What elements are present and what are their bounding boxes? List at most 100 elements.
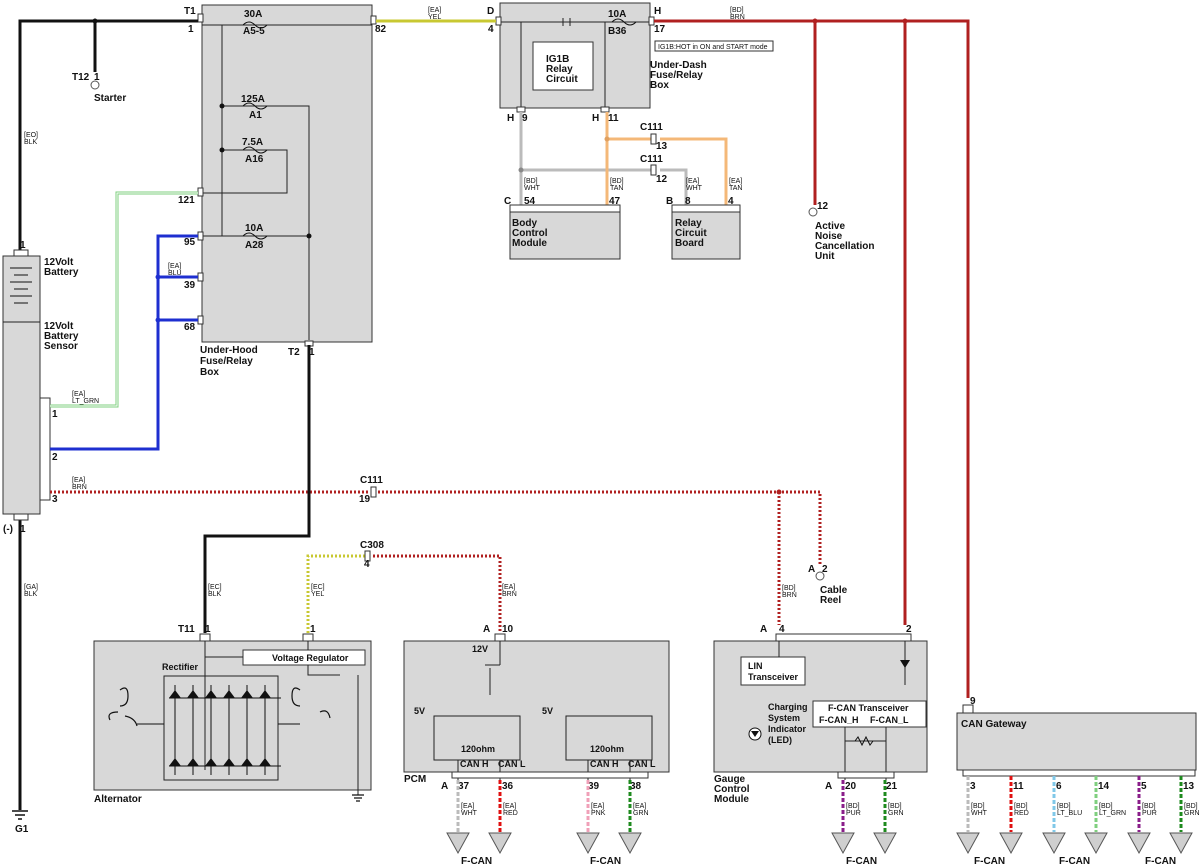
svg-text:10A: 10A xyxy=(608,9,626,20)
fcan-arrow-icon xyxy=(831,832,897,855)
pin-19: 19 xyxy=(359,494,371,505)
wire-blu-95 xyxy=(50,234,198,451)
pcm-canh: CAN H xyxy=(460,759,489,769)
pin-21: 21 xyxy=(886,781,898,792)
relay-board-label-2: Circuit xyxy=(675,228,707,239)
wire-ltgrn-core xyxy=(50,192,198,407)
pin-20: 20 xyxy=(845,781,857,792)
pin-14: 14 xyxy=(1098,781,1110,792)
lin-label-1: LIN xyxy=(748,661,763,671)
fcan-arrow-icon xyxy=(956,832,1193,855)
svg-text:A5-5: A5-5 xyxy=(243,26,265,37)
ig1b-label-3: Circuit xyxy=(546,74,578,85)
pin-1: 1 xyxy=(52,409,58,420)
pcm-5v-label: 5V xyxy=(542,706,553,716)
alternator-internal xyxy=(204,641,359,795)
uh-bus-a1 xyxy=(222,105,310,340)
battery-terminal xyxy=(13,249,29,257)
pin-8: 8 xyxy=(685,196,691,207)
lin-transceiver xyxy=(740,656,806,686)
wire-label: BRN xyxy=(502,591,517,598)
wire-label: PUR xyxy=(846,810,861,817)
bcm-connector xyxy=(509,204,621,213)
charging-label-2: System xyxy=(768,713,800,723)
pin-1: 1 xyxy=(20,240,26,251)
wire-label: [BD] xyxy=(610,178,624,185)
pin-10: 10 xyxy=(502,624,514,635)
anc-label-4: Unit xyxy=(815,251,835,262)
pcm-label: PCM xyxy=(404,774,426,785)
wire-label: [BD] xyxy=(1014,803,1028,810)
wire-label: [BD] xyxy=(730,7,744,14)
pcm-transceiver-2 xyxy=(565,715,653,761)
wire-label: RED xyxy=(1014,810,1029,817)
wire-label: [BD] xyxy=(1099,803,1113,810)
pin-tab xyxy=(197,315,204,325)
pcm-connector xyxy=(451,771,649,779)
connector-h: H xyxy=(507,113,514,124)
wire-label: [EA] xyxy=(502,584,515,591)
connector-c: C xyxy=(504,196,511,207)
can-gateway-label: CAN Gateway xyxy=(961,719,1027,730)
wire-yel-c308 xyxy=(306,554,365,633)
wire-label: [BD] xyxy=(524,178,538,185)
pin-4: 4 xyxy=(488,24,494,35)
wire-label: [BD] xyxy=(888,803,902,810)
pin-1: 1 xyxy=(309,347,315,358)
pin-tab xyxy=(648,16,655,26)
pin-4: 4 xyxy=(779,624,785,635)
wire-label: [EA] xyxy=(633,803,646,810)
anc-connector xyxy=(808,207,818,217)
gauge-label-1: Gauge xyxy=(714,774,746,785)
wire-ltgrn-121 xyxy=(50,191,198,408)
under-hood-label-3: Box xyxy=(200,367,219,378)
fcan-label: F-CAN xyxy=(1059,856,1090,866)
fcan-h-label: F-CAN_H xyxy=(819,715,859,725)
fuse-a28: 10A A28 xyxy=(242,223,268,251)
wire-label: [EA] xyxy=(72,477,85,484)
junction-dot xyxy=(902,18,908,24)
wire-label: [BD] xyxy=(1142,803,1156,810)
connector-c111 xyxy=(650,133,657,145)
junction-dot xyxy=(155,274,161,280)
wire-label: TAN xyxy=(610,185,623,192)
wire-label: [BD] xyxy=(782,585,796,592)
wire-label: PUR xyxy=(1142,810,1157,817)
wire-label: [EA] xyxy=(168,263,181,270)
battery-symbol-icon xyxy=(10,267,32,304)
fuse-a16: 7.5A A16 xyxy=(242,137,268,165)
pin-3: 3 xyxy=(970,781,976,792)
wire-label: BRN xyxy=(72,484,87,491)
wire-brn-gateway xyxy=(905,19,970,698)
pin-1: 1 xyxy=(20,524,26,535)
wire-blk-t2-alternator xyxy=(203,345,311,633)
fuse-a5-5: 30A A5-5 xyxy=(242,9,268,37)
wire-label: [EA] xyxy=(686,178,699,185)
junction-dot xyxy=(812,18,818,24)
pcm-12v-label: 12V xyxy=(472,644,488,654)
body-control-module xyxy=(509,211,621,260)
pin-tab xyxy=(600,106,610,113)
fcan-label: F-CAN xyxy=(846,856,877,866)
wire-brn-h17 xyxy=(654,19,907,625)
connector-a: A xyxy=(808,564,815,575)
can-gateway xyxy=(956,712,1197,771)
fuse-b36: 10A B36 xyxy=(608,9,637,37)
pcm-120ohm: 120ohm xyxy=(590,744,624,754)
fcan-label: F-CAN xyxy=(461,856,492,866)
ig1b-label-1: IG1B xyxy=(546,54,569,65)
pin-3: 3 xyxy=(52,494,58,505)
pin-6: 6 xyxy=(1056,781,1062,792)
alternator-label: Alternator xyxy=(94,794,142,805)
charging-label-3: Indicator xyxy=(768,724,807,734)
pin-1: 1 xyxy=(188,24,194,35)
wire-label: [EA] xyxy=(591,803,604,810)
pin-68: 68 xyxy=(184,322,196,333)
junction-dot xyxy=(306,233,312,239)
cable-reel-connector xyxy=(815,571,825,581)
wire-label: WHT xyxy=(686,185,703,192)
pin-17: 17 xyxy=(654,24,666,35)
bcm-label-2: Control xyxy=(512,228,548,239)
pcm-can-leads xyxy=(457,760,631,780)
charging-label-1: Charging xyxy=(768,702,808,712)
